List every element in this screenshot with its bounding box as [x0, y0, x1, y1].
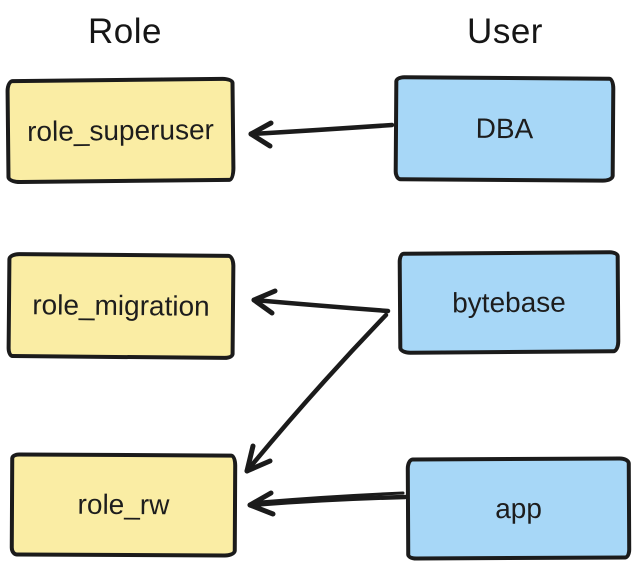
node-user-app: app: [405, 456, 632, 561]
node-user-dba: DBA: [393, 75, 616, 183]
column-header-user: User: [467, 12, 543, 51]
edge-app-to-role-rw: [247, 490, 408, 517]
node-label: role_rw: [77, 488, 170, 521]
edge-bytebase-to-role-rw: [244, 312, 389, 474]
node-role-superuser: role_superuser: [5, 76, 236, 185]
node-label: DBA: [475, 112, 534, 145]
node-user-bytebase: bytebase: [397, 250, 621, 355]
column-header-role: Role: [88, 12, 162, 51]
edge-dba-to-role-superuser: [248, 120, 395, 149]
node-label: bytebase: [452, 286, 566, 318]
node-label: role_migration: [32, 289, 210, 322]
node-label: app: [495, 492, 542, 524]
edge-bytebase-to-role-migration: [251, 288, 391, 316]
node-label: role_superuser: [26, 113, 215, 147]
node-role-migration: role_migration: [6, 252, 236, 360]
node-role-rw: role_rw: [9, 452, 238, 558]
